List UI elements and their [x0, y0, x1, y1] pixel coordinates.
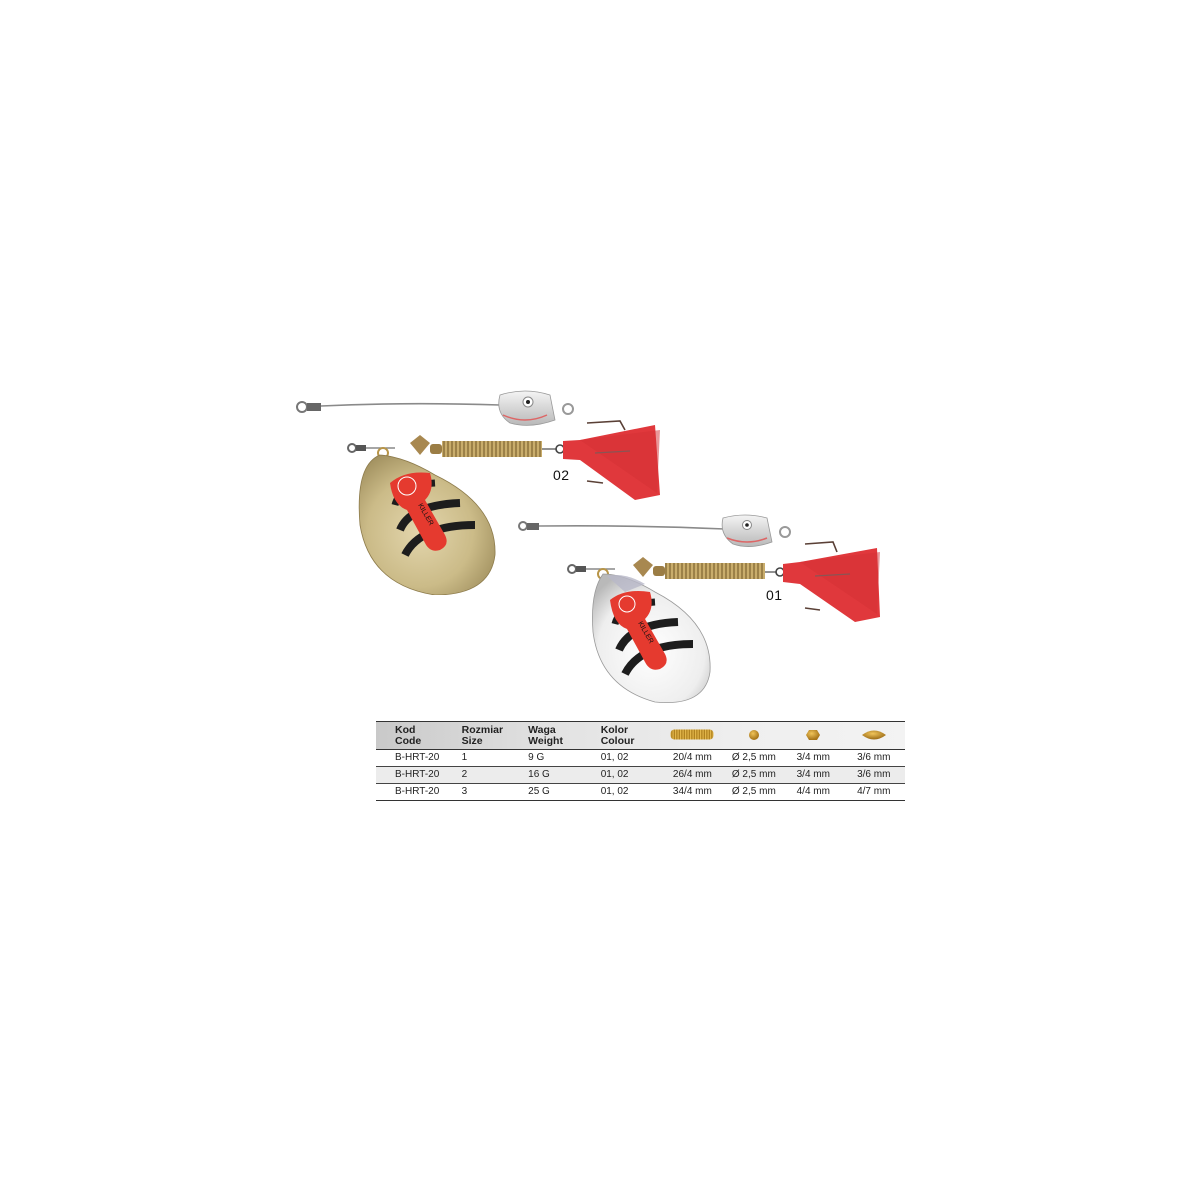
- variant-label-01: 01: [766, 587, 783, 603]
- cell-colour: 01, 02: [600, 769, 629, 780]
- cell-hex-bead: 3/4 mm: [796, 769, 830, 780]
- cell-size: 3: [461, 786, 468, 797]
- cell-oval-bead: 3/6 mm: [857, 769, 891, 780]
- cell-round-bead: Ø 2,5 mm: [731, 752, 776, 763]
- oval-bead-icon: [861, 730, 886, 739]
- spec-table: Kod Code Rozmiar Size Waga Weight Kolor …: [376, 721, 905, 801]
- cell-oval-bead: 4/7 mm: [857, 786, 891, 797]
- round-bead-icon: [748, 729, 759, 740]
- cell-spring-body: 34/4 mm: [672, 786, 712, 797]
- header-code: Kod Code: [395, 724, 422, 747]
- cell-hex-bead: 3/4 mm: [796, 752, 830, 763]
- header-hex-bead: [784, 722, 842, 750]
- header-colour: Kolor Colour: [600, 724, 635, 747]
- cell-spring-body: 20/4 mm: [672, 752, 712, 763]
- hex-bead-icon: [806, 729, 821, 740]
- cell-round-bead: Ø 2,5 mm: [731, 769, 776, 780]
- cell-code: B-HRT-20: [395, 752, 440, 763]
- spring-body-icon: [670, 729, 714, 740]
- cell-size: 1: [461, 752, 468, 763]
- gold-spinner-illustration: KILLER: [296, 390, 660, 596]
- table-row: B-HRT-20 1 9 G 01, 02 20/4 mm Ø 2,5 mm 3…: [376, 750, 905, 767]
- cell-weight: 16 G: [528, 769, 550, 780]
- table-row: B-HRT-20 3 25 G 01, 02 34/4 mm Ø 2,5 mm …: [376, 784, 905, 801]
- cell-weight: 9 G: [528, 752, 545, 763]
- cell-colour: 01, 02: [600, 752, 629, 763]
- lure-02-image: KILLER: [285, 385, 665, 596]
- header-weight: Waga Weight: [528, 724, 563, 747]
- cell-size: 2: [461, 769, 468, 780]
- cell-code: B-HRT-20: [395, 786, 440, 797]
- cell-spring-body: 26/4 mm: [672, 769, 712, 780]
- cell-code: B-HRT-20: [395, 769, 440, 780]
- header-spring-body: [661, 722, 723, 750]
- cell-hex-bead: 4/4 mm: [796, 786, 830, 797]
- cell-round-bead: Ø 2,5 mm: [731, 786, 776, 797]
- table-row: B-HRT-20 2 16 G 01, 02 26/4 mm Ø 2,5 mm …: [376, 766, 905, 784]
- cell-weight: 25 G: [528, 786, 550, 797]
- silver-spinner-illustration: KILLER: [518, 514, 880, 704]
- variant-label-02: 02: [553, 467, 570, 483]
- header-round-bead: [724, 722, 784, 750]
- lure-01-image: KILLER: [515, 512, 895, 712]
- table-header-row: Kod Code Rozmiar Size Waga Weight Kolor …: [376, 721, 906, 750]
- header-size: Rozmiar Size: [461, 724, 504, 747]
- cell-colour: 01, 02: [600, 786, 629, 797]
- header-oval-bead: [843, 722, 906, 750]
- cell-oval-bead: 3/6 mm: [857, 752, 891, 763]
